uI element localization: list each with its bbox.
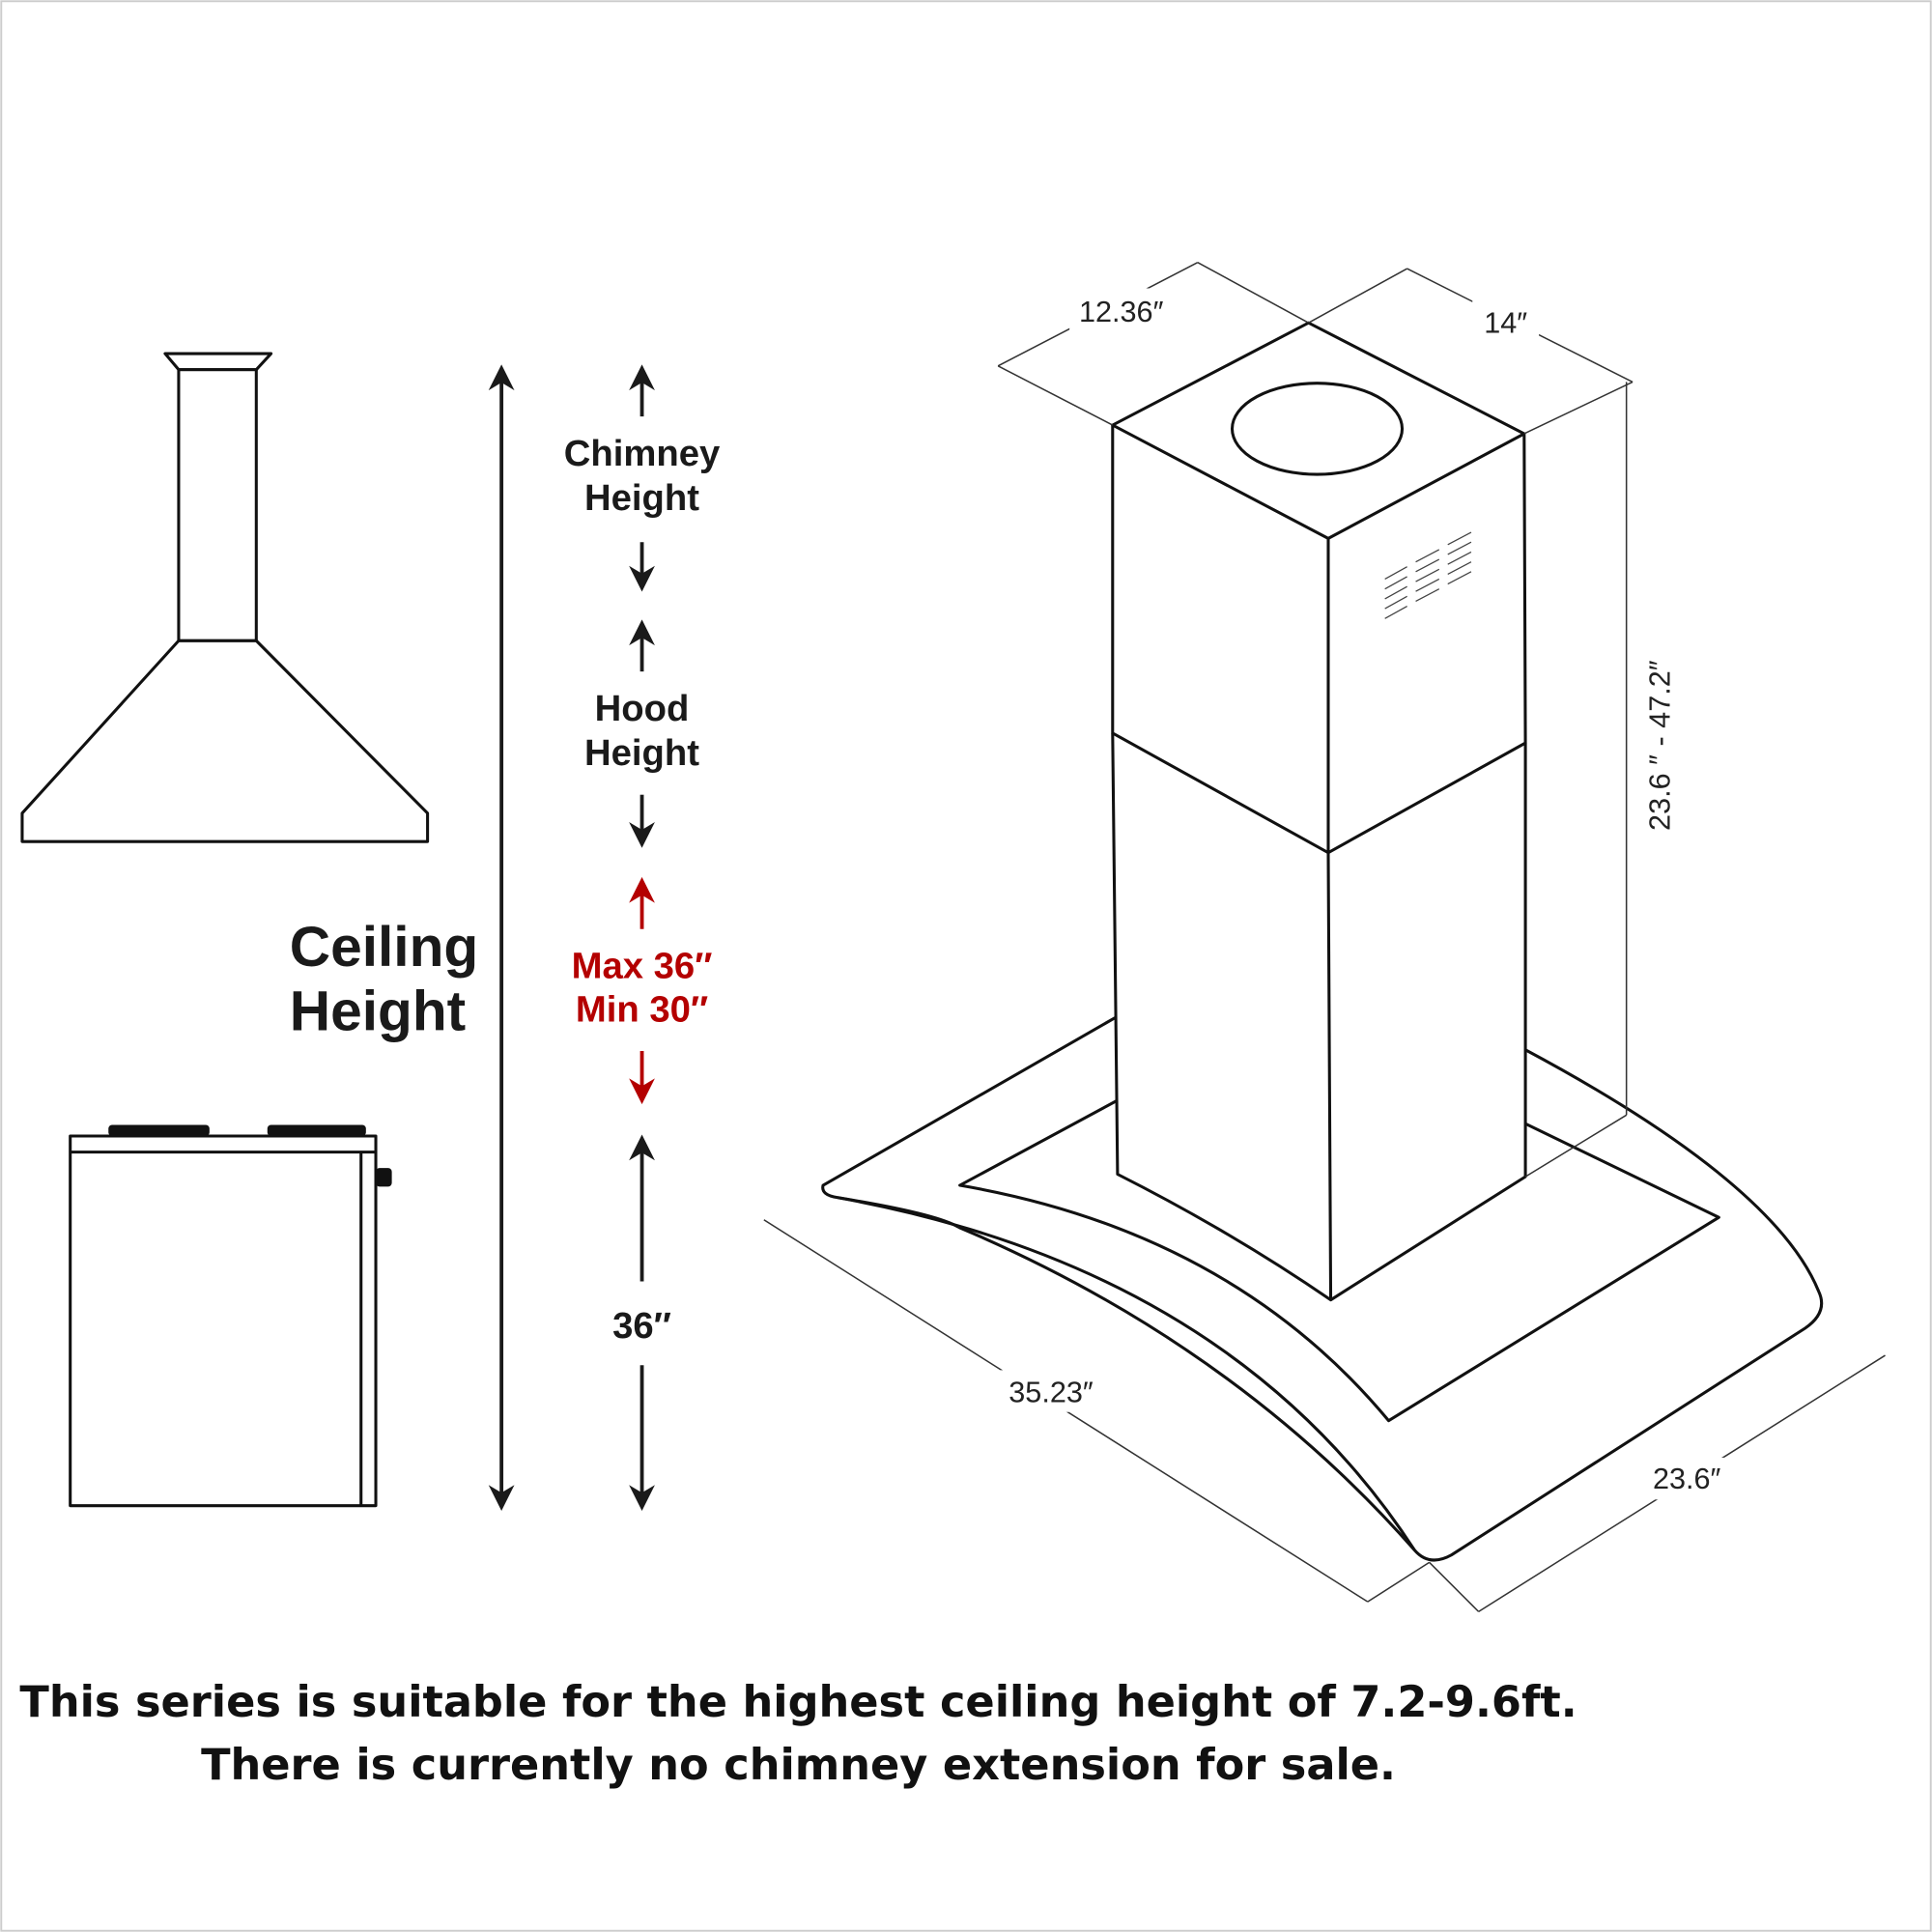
chimney-depth-dimension: 12.36″ — [1079, 296, 1164, 328]
canopy-width-dimension: 35.23″ — [1009, 1377, 1094, 1409]
canopy-depth-dimension: 23.6″ — [1653, 1463, 1721, 1495]
chimney-extension-note: There is currently no chimney extension … — [201, 1740, 1396, 1790]
chimney-height-label: Chimney — [564, 433, 721, 474]
hood-silhouette-icon — [20, 352, 430, 843]
island-hood-drawing — [821, 321, 1824, 1562]
chimney-width-dimension: 14″ — [1484, 306, 1527, 339]
dimension-lines — [763, 262, 1886, 1613]
ceiling-suitability-note: This series is suitable for the highest … — [19, 1677, 1577, 1727]
counter-height-label: 36″ — [612, 1305, 671, 1347]
stove-icon — [69, 1124, 392, 1508]
chimney-height-range-dimension: 23.6 ″ - 47.2″ — [1643, 660, 1676, 831]
chimney-height-label-2: Height — [584, 477, 699, 519]
ceiling-height-label-2: Height — [290, 980, 466, 1042]
max-clearance-label: Max 36″ — [572, 946, 713, 987]
hood-height-label-2: Height — [584, 732, 699, 774]
ceiling-height-label: Ceiling — [290, 916, 479, 979]
min-clearance-label: Min 30″ — [576, 988, 708, 1030]
hood-height-label: Hood — [595, 688, 690, 729]
vent-slots-icon — [1384, 531, 1472, 619]
